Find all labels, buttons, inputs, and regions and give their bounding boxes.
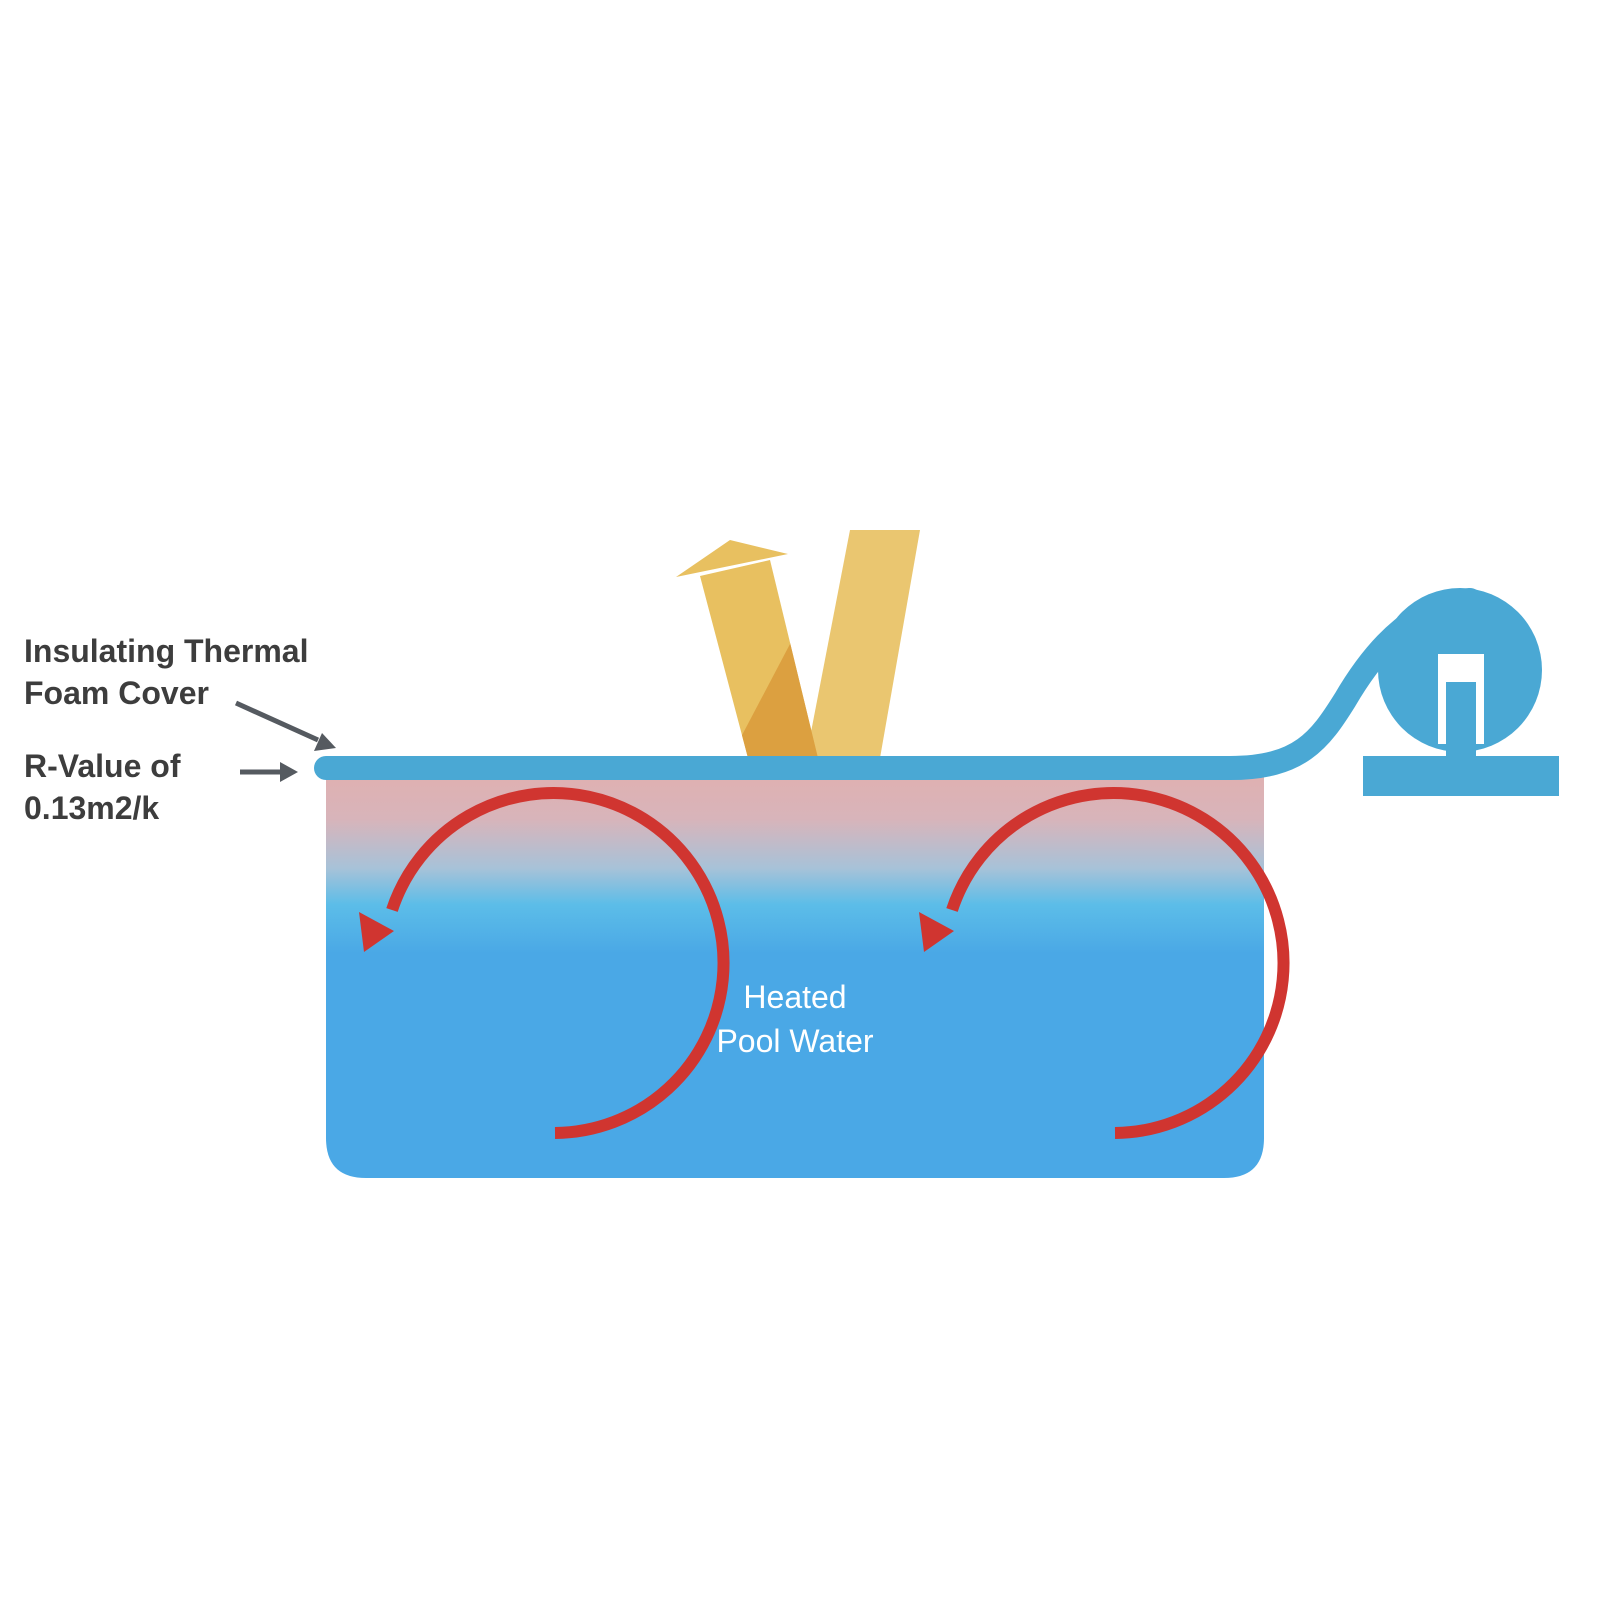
pointer-arrow-icon [240, 762, 298, 782]
r-value-label: R-Value of 0.13m2/k [24, 745, 180, 829]
pointer-arrow-icon [234, 700, 336, 751]
circulation-arc-left [386, 787, 730, 1139]
cover-label-line1: Insulating Thermal [24, 633, 309, 669]
circulation-arc-right [946, 787, 1290, 1139]
circulation-arrowhead-left [359, 912, 394, 952]
pointer-line-cover [234, 700, 320, 743]
roller-stand-post [1446, 682, 1476, 766]
heat-arrowhead [676, 540, 788, 577]
r-value-label-line1: R-Value of [24, 748, 181, 784]
reflected-heat-arrow-icon [676, 530, 920, 758]
water-label-line2: Pool Water [716, 1023, 874, 1059]
circulation-arrowhead-right [919, 912, 954, 952]
circular-arrow-icon [919, 787, 1290, 1139]
r-value-label-line2: 0.13m2/k [24, 790, 160, 826]
roller-stand-base [1363, 756, 1559, 796]
circular-arrow-icon [359, 787, 730, 1139]
pointer-head-rvalue [280, 762, 298, 782]
water-label: Heated Pool Water [660, 975, 930, 1063]
water-label-line1: Heated [743, 979, 847, 1015]
cover-label: Insulating Thermal Foam Cover [24, 630, 308, 714]
cover-label-line2: Foam Cover [24, 675, 209, 711]
cover-roller-reel-icon [1363, 588, 1559, 796]
heat-beam-incoming [806, 530, 920, 758]
pointer-head-cover [314, 733, 336, 751]
pool-water [326, 770, 1264, 1178]
